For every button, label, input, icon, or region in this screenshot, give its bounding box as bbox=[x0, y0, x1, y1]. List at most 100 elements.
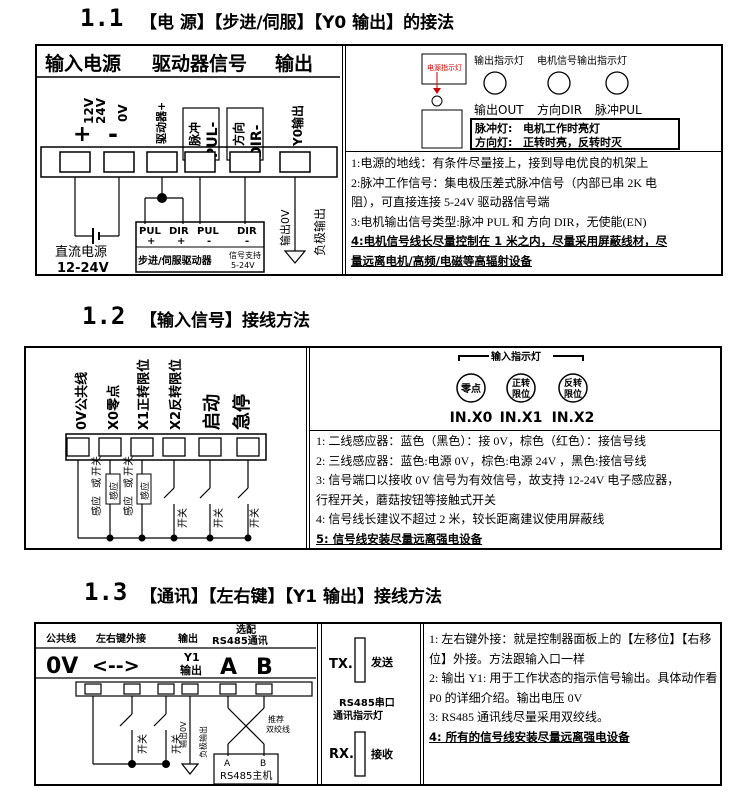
section-1-number: 1.1 bbox=[80, 4, 124, 32]
label-y0: Y0输出 bbox=[290, 105, 305, 147]
input-led-icon bbox=[506, 373, 536, 403]
label-driver-plus: 驱动器+ bbox=[154, 102, 168, 144]
motor-led-title: 电机信号输出指示灯 bbox=[537, 54, 627, 67]
section-1-notes: 1:电源的地线：有条件尽量接上，接到导电优良的机架上 2:脉冲工作信号：集电极压… bbox=[351, 154, 721, 271]
input-led-port: IN.X1 bbox=[500, 410, 543, 426]
s1-note-4: 3:电机输出信号类型:脉冲 PUL 和 方向 DIR，无使能(EN) bbox=[351, 214, 647, 229]
rs485-ind-a: RS485串口 bbox=[339, 696, 395, 709]
out-led-label: 输出OUT bbox=[474, 102, 524, 117]
optional-header: 选配 bbox=[236, 624, 256, 636]
x0-sensor-a: 感应 bbox=[90, 496, 103, 516]
x1-sensor-box: 感应 bbox=[139, 482, 151, 500]
s3-note-4: 4: 所有的信号线安装尽量远离强电设备 bbox=[429, 729, 630, 744]
minus-sign: - bbox=[108, 120, 118, 148]
drv-pin-pul-plus: PUL bbox=[139, 226, 161, 237]
s1-terminal-4 bbox=[229, 151, 261, 173]
dc-supply-label: 直流电源 bbox=[55, 245, 107, 260]
dir-led-label: 方向DIR bbox=[537, 102, 582, 117]
s1-terminal-2 bbox=[146, 151, 178, 173]
section-3-divider-c bbox=[420, 624, 424, 784]
label-b: B bbox=[256, 655, 273, 680]
ground-arrow-icon bbox=[180, 763, 200, 775]
tx-label: TX. bbox=[329, 657, 353, 672]
s2-terminal-4 bbox=[198, 437, 222, 457]
s3-note-1: 1: 左右键外接：就是控制器面板上的【左移位】【右移位】外接。方法跟输入口一样 bbox=[429, 632, 712, 666]
label-y1: Y1 bbox=[183, 651, 200, 664]
driver-signal-a: 信号支持 bbox=[229, 250, 261, 260]
s2-terminal-5 bbox=[236, 437, 260, 457]
y0-neg-out: 负极输出 bbox=[312, 208, 327, 256]
s3-terminal-3 bbox=[181, 683, 199, 695]
s3-terminal-1 bbox=[123, 683, 141, 695]
y1-out-header: 输出 bbox=[178, 632, 198, 645]
input-led-label-a: 反转 bbox=[564, 377, 582, 389]
drv-minus-2: - bbox=[245, 236, 249, 247]
s3-terminal-0 bbox=[84, 683, 102, 695]
drv-pin-dir-plus: DIR bbox=[169, 226, 189, 237]
s3-terminal-2 bbox=[157, 683, 175, 695]
x2-switch: 开关 bbox=[176, 508, 189, 528]
section-2-number: 1.2 bbox=[82, 302, 126, 330]
input-led-label-b: 限位 bbox=[512, 388, 530, 400]
rs485-header: RS485通讯 bbox=[212, 634, 268, 647]
input-led-title: 输入指示灯 bbox=[491, 350, 541, 363]
x1-switch: 开关 bbox=[122, 456, 135, 476]
twisted-pair-b: 双绞线 bbox=[266, 724, 290, 734]
start-switch: 开关 bbox=[212, 508, 225, 528]
drv-pin-dir-minus: DIR bbox=[237, 226, 257, 237]
y1-neg-out: 负极输出 bbox=[198, 726, 208, 758]
output-header: 输出 bbox=[275, 52, 313, 75]
s2-terminal-3 bbox=[162, 437, 186, 457]
label-24v: 24V bbox=[94, 97, 108, 124]
label-pul-en: PUL- bbox=[205, 121, 221, 158]
section-3-number: 1.3 bbox=[84, 578, 128, 606]
s1-terminal-5 bbox=[279, 151, 311, 173]
legend-dir-key: 方向灯: bbox=[475, 135, 512, 149]
label-0v-common: 0V公共线 bbox=[74, 372, 90, 430]
x1-sensor-or: 或 bbox=[123, 478, 135, 488]
section-3-heading: 1.3 【通讯】【左右键】【Y1 输出】接线方法 bbox=[0, 578, 750, 608]
section-1-indicators: 电源指示灯 输出指示灯 电机信号输出指示灯 输出OUT 方向DIR 脉冲PUL … bbox=[421, 53, 680, 150]
section-2-panel: 0V公共线 X0零点 X1正转限位 X2反转限位 启动 急停 感应 或 开关 感… bbox=[24, 346, 722, 550]
label-0v: 0V bbox=[116, 104, 130, 122]
s2-note-6: 5: 信号线安装尽量远离强电设备 bbox=[316, 531, 483, 546]
label-y1-out: 输出 bbox=[180, 663, 202, 677]
label-dir-en: DIR- bbox=[249, 124, 265, 158]
rx-recv-label: 接收 bbox=[371, 747, 393, 761]
section-2-divider bbox=[306, 348, 310, 548]
s2-note-2: 2: 三线感应器：蓝色:电源 0V，棕色:电源 24V ，黑色:接信号线 bbox=[316, 453, 647, 468]
legend-pul-value: 电机工作时亮灯 bbox=[523, 121, 600, 135]
input-led-icon bbox=[456, 373, 486, 403]
section-2-notes-top-rule bbox=[310, 430, 720, 431]
driver-name: 步进/伺服驱动器 bbox=[138, 254, 213, 267]
section-3-title: 【通讯】【左右键】【Y1 输出】接线方法 bbox=[140, 587, 443, 607]
label-x2: X2反转限位 bbox=[168, 359, 184, 430]
input-led-port: IN.X2 bbox=[552, 410, 595, 426]
s1-terminal-3 bbox=[184, 151, 216, 173]
pul-led-icon bbox=[605, 71, 629, 95]
input-led-label-b: 限位 bbox=[564, 388, 582, 400]
s1-note-1: 1:电源的地线：有条件尽量接上，接到导电优良的机架上 bbox=[351, 156, 649, 170]
rs485-host-box bbox=[213, 753, 279, 784]
label-0v: 0V bbox=[46, 654, 78, 679]
s3-terminal-5 bbox=[255, 683, 273, 695]
section-2-diagram: 0V公共线 X0零点 X1正转限位 X2反转限位 启动 急停 感应 或 开关 感… bbox=[65, 359, 267, 542]
s1-terminal-0 bbox=[59, 151, 91, 173]
power-led-icon bbox=[431, 95, 443, 107]
input-led-icon bbox=[558, 373, 588, 403]
tx-led-icon bbox=[354, 637, 366, 683]
label-x1: X1正转限位 bbox=[136, 359, 152, 430]
host-pin-b: B bbox=[260, 759, 266, 769]
label-pul-cn: 脉冲 bbox=[187, 122, 202, 147]
rx-label: RX. bbox=[329, 747, 354, 762]
section-1-heading: 1.1 【电 源】【步进/伺服】【Y0 输出】的接法 bbox=[0, 4, 750, 34]
label-a: A bbox=[220, 655, 237, 680]
legend-pul-key: 脉冲灯: bbox=[474, 121, 512, 135]
section-3-comm-indicators: TX. 发送 RS485串口 通讯指示灯 RX. 接收 bbox=[329, 637, 395, 777]
s2-note-1: 1: 二线感应器：蓝色（黑色）：接 0V，棕色（红色）：接信号线 bbox=[316, 434, 647, 448]
label-lr-arrows: <--> bbox=[92, 655, 140, 677]
section-3-diagram: 公共线 左右键外接 输出 选配 RS485通讯 0V <--> Y1 输出 A … bbox=[36, 624, 316, 784]
section-1-diagram: 输入电源 驱动器信号 输出 + 12V 24V - 0V 驱动器+ 脉冲 PUL… bbox=[37, 52, 340, 274]
input-led-port: IN.X0 bbox=[450, 410, 493, 426]
